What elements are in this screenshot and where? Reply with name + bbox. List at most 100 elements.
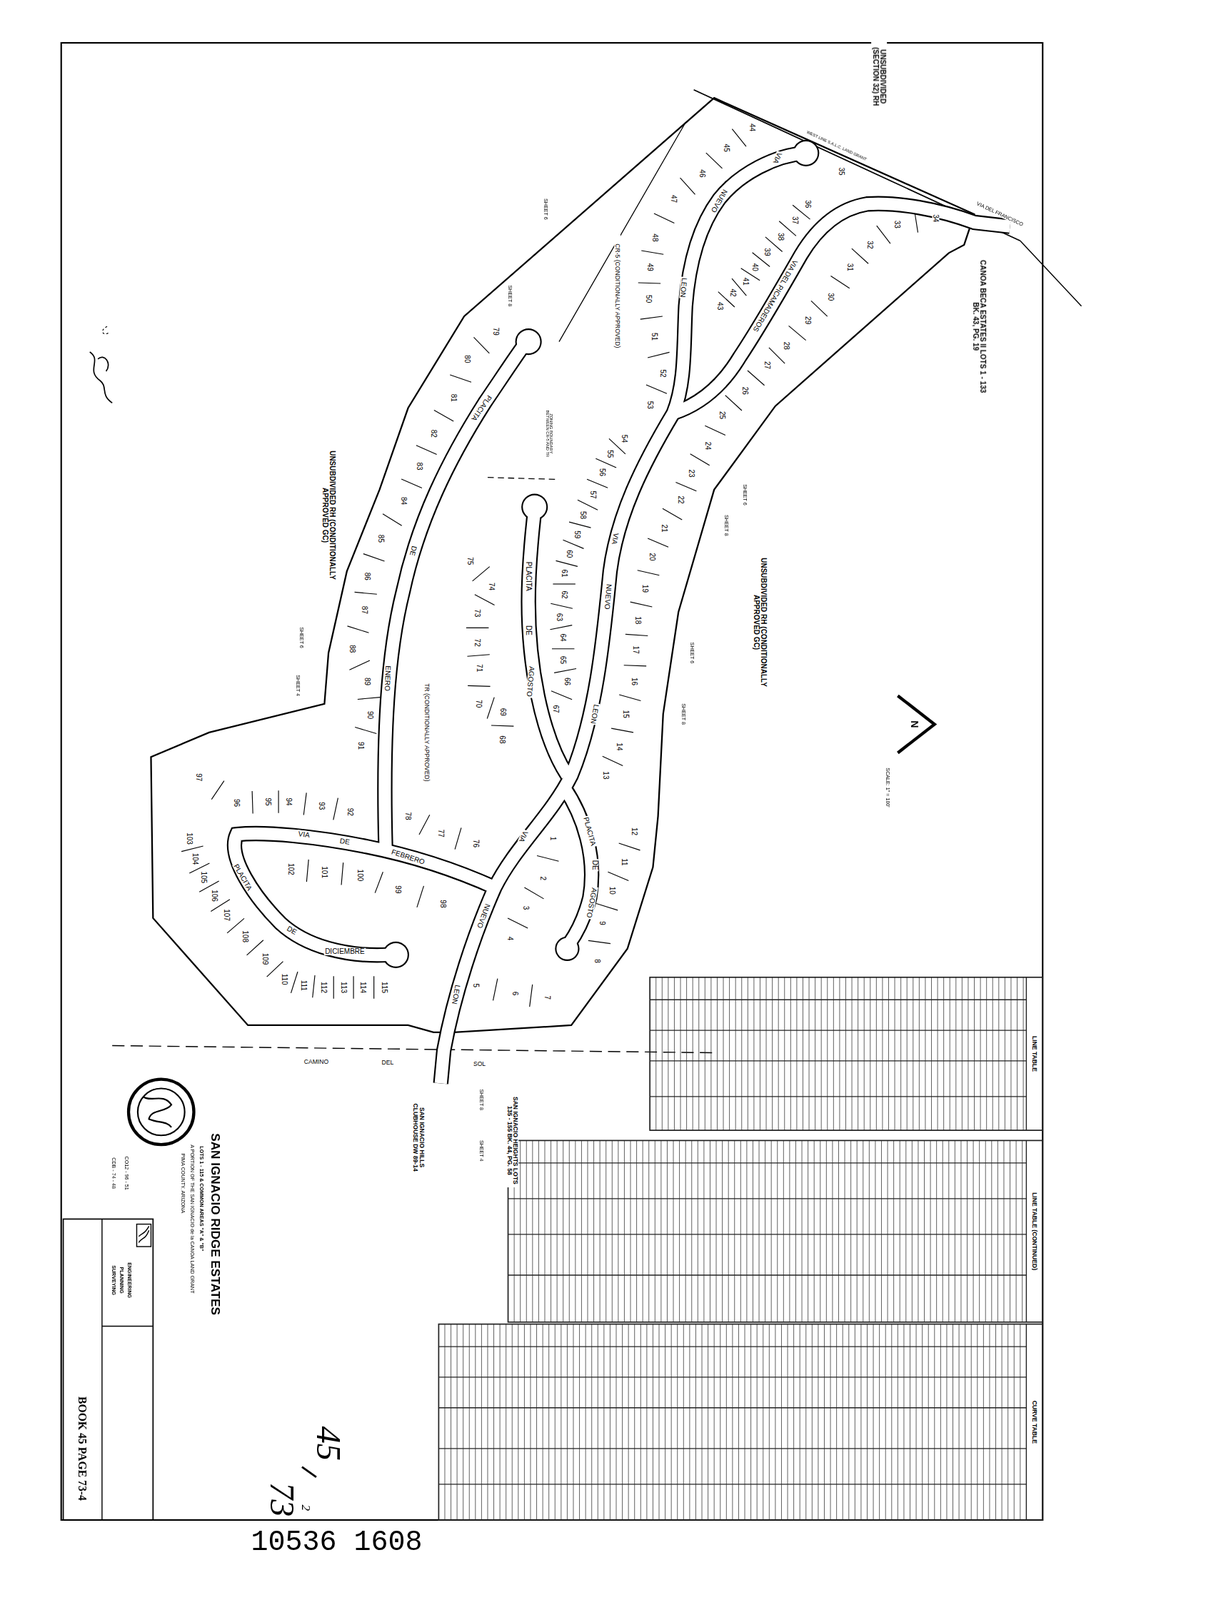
lot-line (830, 275, 849, 288)
plat-note: SHEET 6 (298, 626, 305, 650)
table-row-rule (686, 977, 687, 1131)
lot-number: 80 (463, 354, 471, 365)
table-row-rule (617, 1140, 619, 1322)
table-row-rule (569, 1140, 570, 1322)
lot-number: 72 (473, 637, 481, 648)
table-rule (1026, 977, 1027, 1131)
table-row-rule (691, 1140, 692, 1322)
lot-number: 26 (741, 385, 749, 396)
table-row-rule (801, 1140, 803, 1322)
street-name: ENERO (383, 664, 393, 693)
table-row-rule (838, 977, 840, 1131)
plat-note: LOTS 1 - 115 & COMMON AREAS "A" & "B" (198, 1145, 205, 1253)
table-row-rule (821, 977, 822, 1131)
lot-line (491, 725, 514, 727)
subdivision-boundary (150, 97, 974, 1033)
street-name: PLACITA (469, 393, 495, 424)
table-row-rule (878, 1324, 880, 1521)
lot-number: 20 (648, 551, 656, 562)
plat-note: SHEET 6 (543, 197, 550, 222)
table-row-rule (912, 977, 914, 1131)
lot-line (725, 395, 742, 411)
table-row-rule (781, 1324, 782, 1521)
table-row-rule (1016, 1140, 1017, 1322)
table-row-rule (923, 1140, 925, 1322)
lot-line (374, 871, 383, 893)
lot-line (474, 594, 495, 606)
table-row-rule (964, 1324, 966, 1521)
table-row-rule (933, 1324, 935, 1521)
table-row-rule (894, 977, 896, 1131)
table-row-rule (854, 1324, 856, 1521)
lot-line (596, 903, 618, 911)
lot-number: 112 (319, 981, 328, 995)
lot-number: 87 (360, 604, 368, 615)
lot-line (731, 129, 747, 148)
table-row-rule (499, 1324, 501, 1521)
table-row-rule (572, 1324, 574, 1521)
lot-number: 15 (621, 709, 630, 720)
table-row-rule (585, 1324, 587, 1521)
lot-number: 99 (394, 884, 402, 895)
plat-note: LINE TABLE (1031, 1035, 1038, 1074)
table-row-rule (493, 1324, 495, 1521)
lot-number: 10 (608, 885, 616, 896)
table-row-rule (868, 1140, 870, 1322)
lot-line (466, 654, 490, 657)
table-row-rule (719, 1324, 721, 1521)
lot-line (638, 282, 661, 284)
lot-line (211, 781, 225, 800)
plat-note: 73 (264, 1481, 300, 1519)
plat-note: SHEET 6 (689, 641, 695, 665)
table-row-rule (511, 1324, 513, 1521)
table-row-rule (787, 1324, 789, 1521)
table-row-rule (695, 1324, 697, 1521)
table-row-rule (881, 977, 883, 1131)
lot-number: 11 (620, 857, 628, 867)
table-row-rule (680, 977, 682, 1131)
table-row-rule (917, 1140, 919, 1322)
lot-number: 54 (620, 433, 628, 444)
table-row-rule (624, 1140, 625, 1322)
table-row-rule (698, 977, 700, 1131)
lot-line (419, 814, 430, 835)
lot-line (524, 887, 544, 899)
plat-note: VIA DEL FRANCISCO (974, 200, 1025, 228)
table-row-rule (591, 1324, 592, 1521)
lot-number: 70 (474, 699, 482, 710)
table-row-rule (819, 1140, 821, 1322)
lot-number: 52 (659, 368, 667, 379)
lot-number: 24 (704, 440, 712, 451)
lot-line (662, 508, 682, 520)
table-row-rule (924, 977, 926, 1131)
lot-line (588, 940, 611, 944)
lot-number: 90 (366, 710, 374, 721)
plat-note: SHEET 8 (724, 514, 730, 538)
lot-line (303, 792, 307, 815)
table-row-rule (955, 977, 957, 1131)
lot-number: 106 (210, 888, 218, 904)
lot-line (333, 976, 335, 999)
lot-number: 78 (404, 811, 412, 822)
lot-number: 114 (359, 981, 367, 995)
lot-number: 45 (722, 142, 730, 153)
table-row-rule (548, 1324, 550, 1521)
zoning-line (487, 477, 560, 480)
lot-line (449, 374, 472, 383)
table-row-rule (1021, 1140, 1023, 1322)
table-row-rule (937, 977, 939, 1131)
table-row-rule (703, 1140, 705, 1322)
lot-line (416, 886, 425, 908)
table-row-rule (795, 1140, 797, 1322)
lot-line (467, 685, 490, 687)
table-column-rule (649, 1060, 1027, 1062)
table-row-rule (723, 977, 725, 1131)
table-row-rule (554, 1324, 556, 1521)
lot-number: 77 (436, 828, 445, 839)
table-column-rule (508, 1233, 1027, 1235)
table-row-rule (811, 1324, 813, 1521)
table-row-rule (542, 1324, 544, 1521)
lot-number: 75 (466, 556, 474, 567)
lot-number: 104 (191, 851, 199, 867)
lot-number: 93 (317, 801, 325, 812)
